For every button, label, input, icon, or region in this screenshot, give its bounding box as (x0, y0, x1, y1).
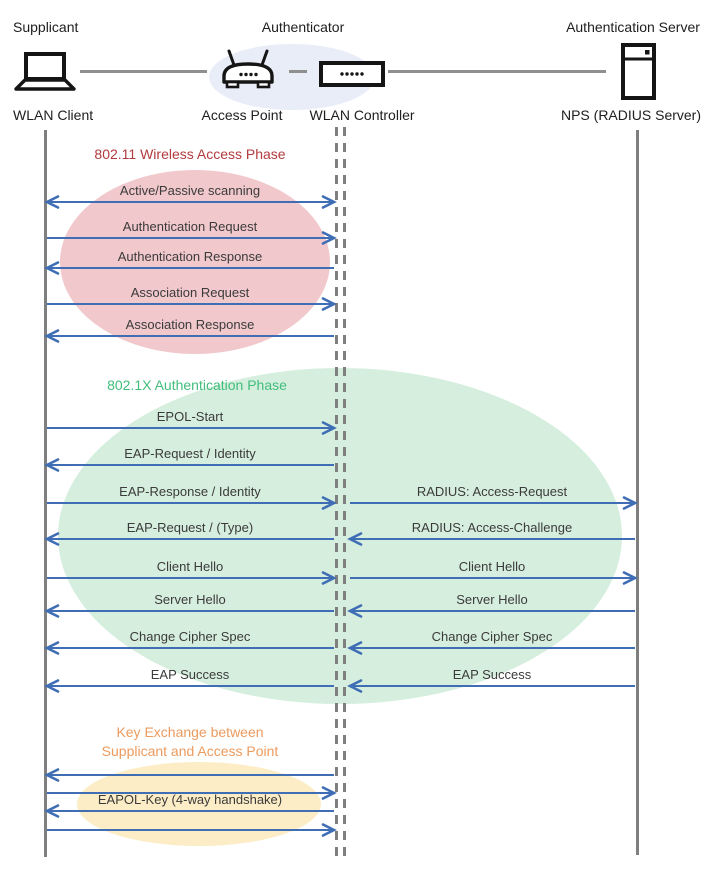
lifeline-wlan-client (44, 130, 47, 857)
message-arrow (44, 641, 334, 655)
message-arrow (44, 329, 334, 343)
message-label: RADIUS: Access-Challenge (411, 520, 573, 535)
connector-client-ap (80, 70, 207, 73)
message-arrow (47, 297, 337, 311)
message-arrow (44, 261, 334, 275)
message-arrow (44, 458, 334, 472)
message-arrow (47, 571, 337, 585)
message-label: Authentication Request (122, 219, 258, 234)
message-arrow (47, 231, 337, 245)
message-label: Client Hello (156, 559, 224, 574)
message-label: Server Hello (154, 592, 226, 607)
message-label: Client Hello (458, 559, 526, 574)
message-arrow (347, 532, 635, 546)
message-label: EAP Success (150, 667, 230, 682)
lifeline-authenticator-inner (335, 127, 338, 858)
message-label: Server Hello (456, 592, 528, 607)
message-label: EAP Success (452, 667, 532, 682)
phase1-title: 802.11 Wireless Access Phase (94, 146, 286, 162)
message-label: Authentication Response (117, 249, 263, 264)
message-label: Association Request (130, 285, 250, 300)
message-arrow (44, 195, 337, 209)
message-arrow (44, 532, 334, 546)
message-arrow (47, 496, 337, 510)
device-wlan-client-label: WLAN Client (13, 107, 94, 123)
message-label: EAPOL-Key (4-way handshake) (97, 792, 283, 807)
phase3-title: Key Exchange between Supplicant and Acce… (40, 723, 340, 761)
message-arrow (44, 804, 334, 818)
server-icon (621, 43, 656, 100)
connector-controller-server (388, 70, 606, 73)
role-supplicant-label: Supplicant (13, 19, 79, 35)
message-arrow (44, 768, 334, 782)
message-arrow (347, 604, 635, 618)
phase3-title-line2: Supplicant and Access Point (101, 743, 279, 759)
message-label: Change Cipher Spec (431, 629, 553, 644)
message-label: EAP-Request / Identity (124, 446, 256, 461)
phase2-title: 802.1X Authentication Phase (107, 377, 287, 393)
message-label: RADIUS: Access-Request (416, 484, 568, 499)
message-arrow (350, 496, 638, 510)
message-arrow (44, 679, 334, 693)
phase1-ellipse (60, 170, 330, 354)
access-point-icon (222, 49, 274, 89)
message-label: EAP-Response / Identity (119, 484, 261, 499)
message-arrow (47, 786, 337, 800)
message-arrow (44, 604, 334, 618)
device-access-point-label: Access Point (201, 107, 283, 123)
message-label: EPOL-Start (156, 409, 224, 424)
wlan-controller-icon (319, 61, 385, 87)
message-arrow (347, 641, 635, 655)
message-arrow (47, 421, 337, 435)
message-arrow (350, 571, 638, 585)
device-wlan-controller-label: WLAN Controller (309, 107, 415, 123)
laptop-icon (14, 52, 76, 91)
role-authenticator-label: Authenticator (261, 19, 345, 35)
message-label: Change Cipher Spec (129, 629, 251, 644)
lifeline-radius-server (636, 130, 639, 855)
device-nps-label: NPS (RADIUS Server) (560, 107, 702, 123)
message-label: Association Response (125, 317, 255, 332)
connector-ap-controller (289, 70, 307, 73)
message-label: Active/Passive scanning (119, 183, 261, 198)
role-auth-server-label: Authentication Server (566, 19, 700, 35)
lifeline-authenticator-outer (343, 127, 346, 858)
message-label: EAP-Request / (Type) (126, 520, 254, 535)
phase3-title-line1: Key Exchange between (116, 724, 264, 740)
message-arrow (347, 679, 635, 693)
message-arrow (47, 823, 337, 837)
